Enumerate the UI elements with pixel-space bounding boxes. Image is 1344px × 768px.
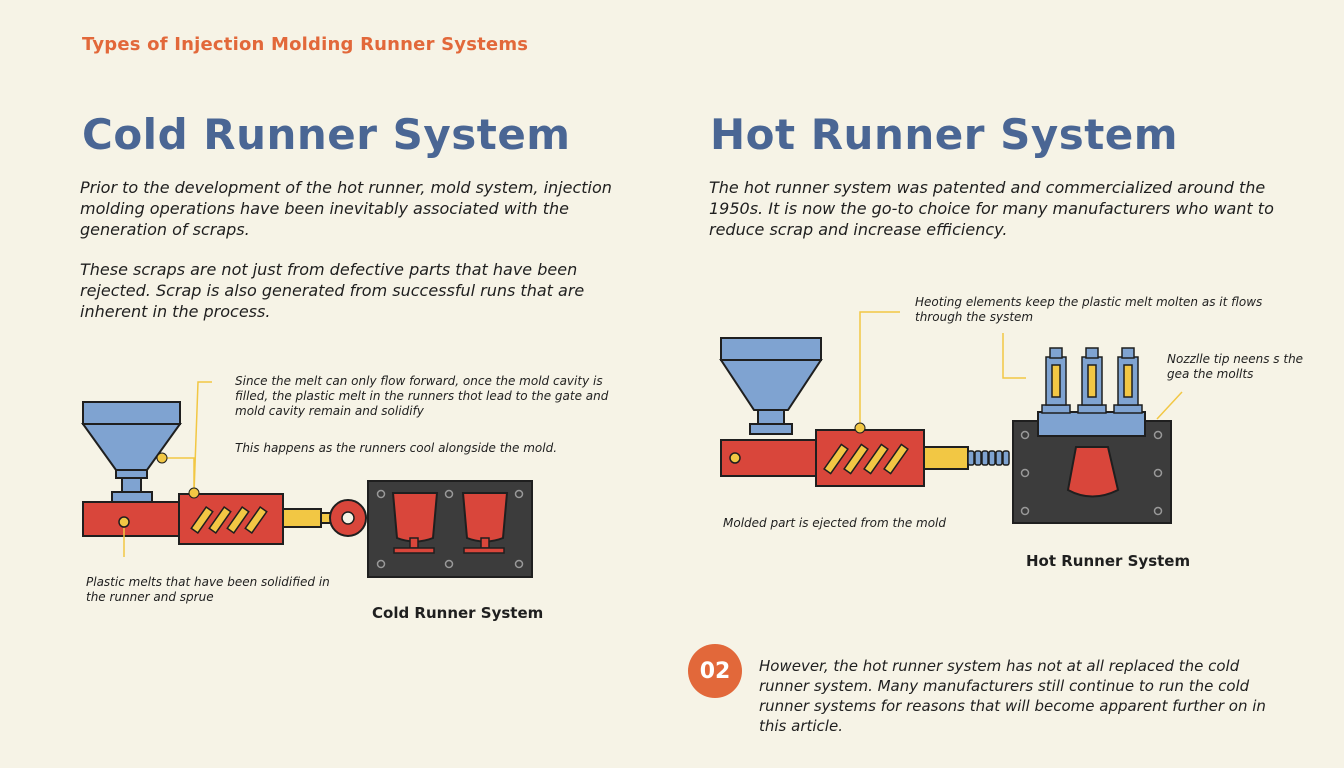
hot-nozzles [1041,347,1143,414]
hot-leader-lines [859,311,1183,427]
cold-runner-title: Cold Runner System [82,110,571,159]
step-number-badge: 02 [688,644,742,698]
footer-paragraph: However, the hot runner system has not a… [759,657,1266,735]
hot-paragraph-1: The hot runner system was patented and c… [709,178,1274,239]
hot-note-ejected: Molded part is ejected from the mold [723,516,946,530]
hot-runner-machine [719,311,1183,524]
cold-hopper [81,401,182,503]
cold-barrel [82,493,367,545]
page-kicker: Types of Injection Molding Runner System… [82,34,529,55]
cold-paragraph-1: Prior to the development of the hot runn… [80,178,612,239]
cold-note-solidified: Plastic melts that have been solidified … [86,575,330,604]
hot-note-heating: Heoting elements keep the plastic melt m… [915,295,1263,324]
cold-note-cool: This happens as the runners cool alongsi… [235,441,558,455]
hot-barrel [720,429,1010,487]
cold-callout-dot [188,487,200,499]
cold-paragraph-2: These scraps are not just from defective… [80,260,585,321]
hot-hopper [719,337,823,435]
hot-note-nozzle: Nozzlle tip neens s the gea the mollts [1167,352,1304,381]
cold-callout-dot-hopper [156,452,168,464]
cold-runner-machine [81,381,533,578]
hot-runner-title: Hot Runner System [710,110,1179,159]
cold-leader-lines [123,381,212,557]
hot-mold [1012,347,1172,524]
cold-note-flow: Since the melt can only flow forward, on… [235,374,609,418]
hot-callout-dot [854,422,866,434]
hot-caption: Hot Runner System [1026,552,1191,570]
cold-mold [367,480,533,578]
cold-caption: Cold Runner System [372,604,544,622]
